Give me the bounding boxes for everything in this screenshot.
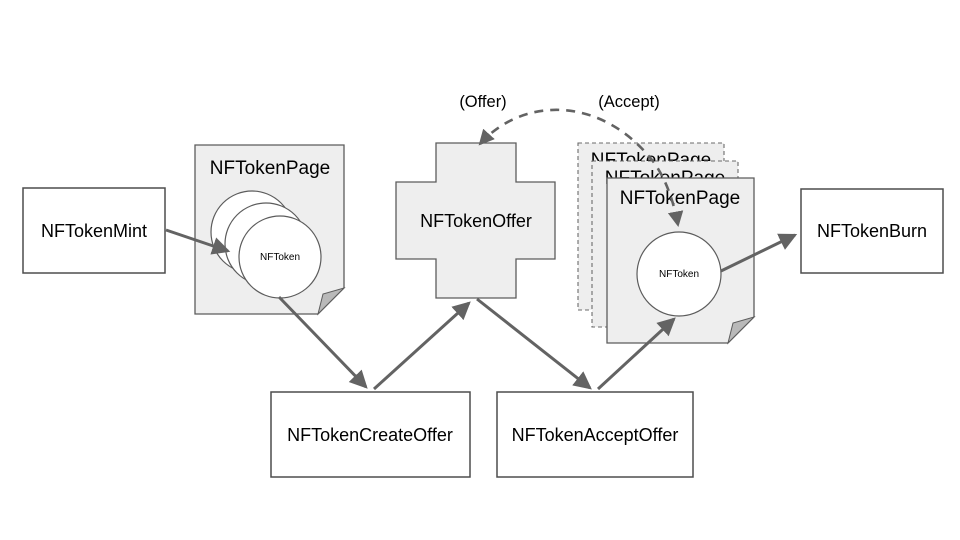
page-left-token-label: NFToken	[260, 252, 300, 263]
arrow-createoffer-to-offer	[372, 301, 471, 391]
accept-offer-box	[496, 391, 694, 478]
page-right-token-circle	[636, 231, 722, 317]
page-left-title: NFTokenPage	[210, 158, 330, 179]
arrow-offer-to-acceptoffer	[476, 297, 592, 390]
offer-annotation: (Offer)	[459, 93, 506, 111]
offer-label: NFTokenOffer	[420, 211, 532, 231]
accept-offer-label: NFTokenAcceptOffer	[512, 425, 679, 445]
page-left-node: NFTokenPage NFToken	[194, 144, 346, 316]
page-left-fold-icon	[317, 286, 346, 316]
burn-box	[800, 188, 944, 274]
arrow-acceptoffer-to-page	[596, 317, 676, 391]
create-offer-label: NFTokenCreateOffer	[287, 425, 453, 445]
arrow-page-to-burn	[720, 233, 798, 273]
page-right-node: NFTokenPage NFTokenPage NFTokenPage NFTo…	[577, 142, 756, 345]
arrow-mint-to-page	[165, 228, 231, 255]
accept-annotation: (Accept)	[598, 93, 659, 111]
create-offer-node: NFTokenCreateOffer	[270, 391, 471, 478]
burn-label: NFTokenBurn	[817, 221, 927, 241]
burn-node: NFTokenBurn	[800, 188, 944, 274]
page-right-title: NFTokenPage	[620, 188, 740, 209]
arrow-dashed-offer-accept	[478, 108, 684, 228]
accept-offer-node: NFTokenAcceptOffer	[496, 391, 694, 478]
create-offer-box	[270, 391, 471, 478]
mint-node: NFTokenMint	[22, 187, 166, 274]
page-right-fold-icon	[727, 315, 756, 345]
offer-node: NFTokenOffer	[395, 142, 556, 299]
arrow-page-to-createoffer	[277, 295, 368, 389]
mint-box	[22, 187, 166, 274]
mint-label: NFTokenMint	[41, 221, 147, 241]
page-right-token-label: NFToken	[659, 269, 699, 280]
